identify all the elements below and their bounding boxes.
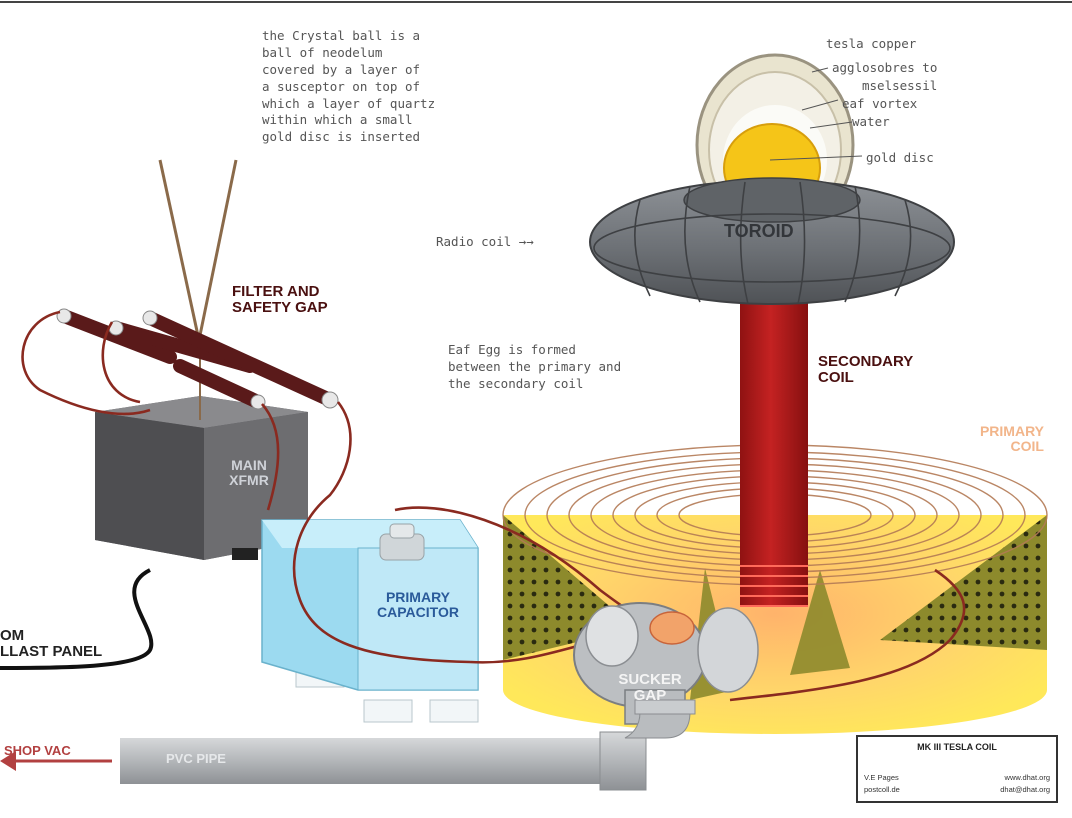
gold-disc-label: gold disc (866, 150, 934, 165)
primary-coil-label: PRIMARY COIL (979, 423, 1044, 454)
toroid-label: TOROID (724, 221, 794, 241)
title-block-author: V.E Pages (864, 773, 899, 782)
title-block-source: postcoll.de (864, 785, 900, 794)
main-xfmr-label: MAIN XFMR (229, 457, 269, 488)
shop-vac-label: SHOP VAC (4, 743, 71, 758)
primary-capacitor (261, 519, 479, 723)
egg-formation-note: Eaf Egg is formed between the primary an… (448, 342, 622, 391)
radio-coil-label: Radio coil →→ (436, 234, 534, 249)
toroid (589, 177, 955, 305)
sucker-gap-label: SUCKER GAP (618, 671, 682, 704)
pvc-pipe-label: PVC PIPE (166, 751, 226, 766)
tesla-sub1-label: agglosobres to (832, 60, 938, 75)
tesla-copper-label: tesla copper (826, 36, 917, 51)
pvc-pipe (0, 699, 696, 791)
ballast-cable (0, 568, 154, 670)
tesla-sub2-label: mselsessil (862, 78, 938, 93)
title-block-heading: MK III TESLA COIL (917, 742, 997, 752)
secondary-coil-label: SECONDARY COIL (818, 353, 914, 386)
main-transformer (95, 396, 308, 560)
title-block-email: dhat@dhat.org (1000, 785, 1050, 794)
title-block-website: www.dhat.org (1004, 773, 1050, 782)
leader-lines (769, 67, 863, 161)
eaf-vortex-label: eaf vortex (842, 96, 918, 111)
water-label: water (852, 114, 890, 129)
wires (21, 310, 966, 702)
filter-safety-gap-label: FILTER AND SAFETY GAP (232, 283, 328, 316)
filter-safety-gap (56, 159, 339, 420)
primary-capacitor-label: PRIMARY CAPACITOR (377, 589, 459, 620)
crystal-ball-note: the Crystal ball is a ball of neodelum c… (262, 28, 436, 145)
ballast-panel-label: OM LLAST PANEL (0, 627, 103, 660)
secondary-coil (740, 296, 808, 607)
title-block: MK III TESLA COIL V.E Pages www.dhat.org… (856, 735, 1058, 803)
sucker-gap (573, 602, 759, 725)
